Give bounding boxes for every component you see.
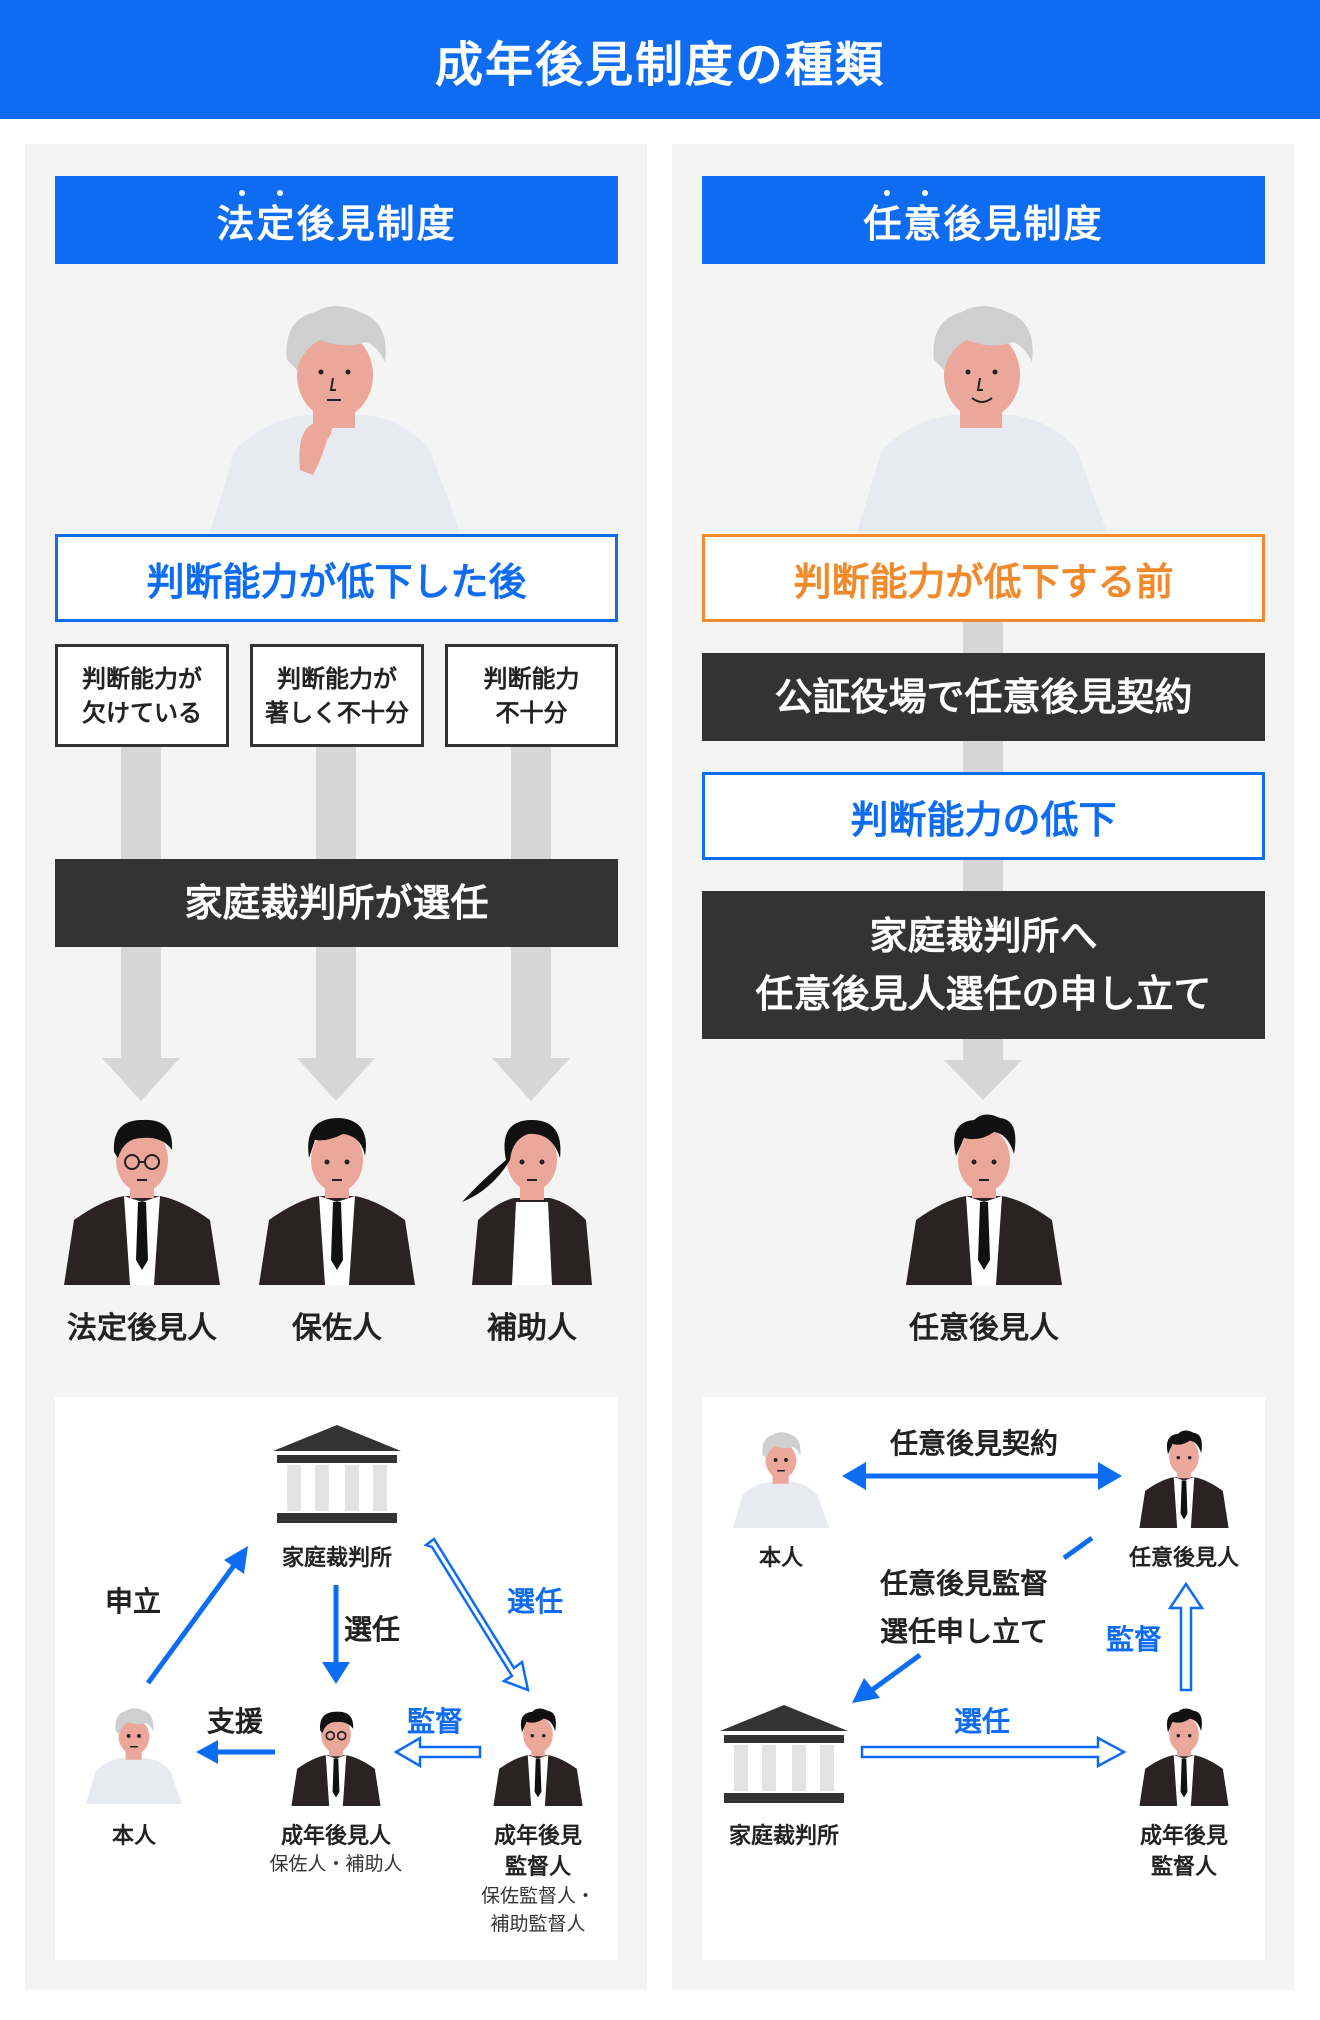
notary-contract-label: 公証役場で任意後見契約 — [774, 675, 1193, 719]
role-label-legal-guardian: 法定後見人 — [67, 1311, 217, 1346]
supervisor-label-right-line2: 監督人 — [1150, 1855, 1217, 1880]
condition-after-decline-label: 判断能力が低下した後 — [146, 559, 527, 604]
level-box-seriously-insufficient-line2: 著しく不十分 — [265, 698, 409, 727]
curator-illustration — [257, 1110, 417, 1285]
level-box-seriously-insufficient-line1: 判断能力が — [277, 664, 397, 693]
voluntary-contract-label: 任意後見契約 — [890, 1427, 1059, 1460]
appoint-right-label: 選任 — [507, 1585, 564, 1618]
emphasis-dots-right — [883, 182, 963, 196]
supervisor-petition-line2: 選任申し立て — [880, 1615, 1049, 1648]
role-label-voluntary-guardian: 任意後見人 — [909, 1311, 1059, 1346]
court-selects-label: 家庭裁判所が選任 — [184, 881, 489, 925]
appoint-label-right: 選任 — [954, 1705, 1011, 1738]
supervisor-icon-right — [1138, 1706, 1230, 1806]
court-building-icon-right — [720, 1705, 848, 1805]
condition-before-decline-label: 判断能力が低下する前 — [793, 559, 1174, 604]
capacity-decline-box: 判断能力の低下 — [702, 772, 1265, 860]
petition-label: 申立 — [105, 1585, 162, 1618]
principal-label: 本人 — [111, 1824, 156, 1849]
voluntary-guardian-label: 任意後見人 — [1128, 1546, 1239, 1571]
support-label: 支援 — [207, 1705, 264, 1738]
court-selects-box: 家庭裁判所が選任 — [55, 859, 618, 947]
emphasis-dots-left — [238, 182, 318, 196]
principal-label-right: 本人 — [758, 1546, 803, 1571]
court-petition-box: 家庭裁判所へ 任意後見人選任の申し立て — [702, 891, 1265, 1039]
court-label: 家庭裁判所 — [281, 1546, 392, 1571]
court-petition-line2: 任意後見人選任の申し立て — [755, 972, 1212, 1016]
supervisor-label-line2: 監督人 — [504, 1855, 571, 1880]
notary-contract-box: 公証役場で任意後見契約 — [702, 653, 1265, 741]
level-box-seriously-insufficient: 判断能力が 著しく不十分 — [250, 644, 424, 747]
role-label-assistant: 補助人 — [487, 1311, 577, 1346]
supervisor-icon — [492, 1706, 584, 1806]
guardian-sub-label: 保佐人・補助人 — [269, 1853, 403, 1875]
level-box-lacking: 判断能力が 欠けている — [55, 644, 229, 747]
voluntary-guardian-icon — [1138, 1428, 1230, 1528]
supervisor-sub-line1: 保佐監督人・ — [480, 1885, 595, 1907]
guardian-icon — [290, 1706, 382, 1806]
right-header-label: 任意後見制度 — [863, 201, 1104, 246]
elderly-person-illustration — [852, 300, 1112, 532]
page-title: 成年後見制度の種類 — [0, 0, 1320, 119]
voluntary-guardian-illustration — [904, 1110, 1064, 1285]
left-header-label: 法定後見制度 — [216, 201, 457, 246]
supervisor-petition-line1: 任意後見監督 — [880, 1567, 1049, 1600]
supervisor-sub-line2: 補助監督人 — [490, 1913, 586, 1935]
principal-icon-right — [731, 1430, 831, 1528]
level-box-insufficient: 判断能力 不十分 — [445, 644, 618, 747]
supervise-label-right: 監督 — [1106, 1623, 1163, 1656]
court-petition-line1: 家庭裁判所へ — [869, 914, 1098, 958]
supervise-label: 監督 — [407, 1705, 464, 1738]
right-header: 任意後見制度 — [702, 176, 1265, 264]
level-box-insufficient-line2: 不十分 — [495, 698, 568, 727]
legal-guardian-illustration — [62, 1110, 222, 1285]
assistant-illustration — [452, 1110, 612, 1285]
condition-after-decline: 判断能力が低下した後 — [55, 534, 618, 622]
level-box-lacking-line2: 欠けている — [82, 698, 202, 727]
court-building-icon — [273, 1425, 401, 1525]
supervisor-label-line1: 成年後見 — [493, 1824, 582, 1849]
role-label-curator: 保佐人 — [292, 1311, 382, 1346]
capacity-decline-label: 判断能力の低下 — [850, 797, 1117, 842]
condition-before-decline: 判断能力が低下する前 — [702, 534, 1265, 622]
guardian-label: 成年後見人 — [280, 1824, 391, 1849]
appoint-center-label: 選任 — [344, 1613, 401, 1646]
left-header: 法定後見制度 — [55, 176, 618, 264]
supervisor-label-right-line1: 成年後見 — [1139, 1824, 1228, 1849]
principal-icon — [84, 1706, 184, 1804]
level-box-lacking-line1: 判断能力が — [82, 664, 202, 693]
court-label-right: 家庭裁判所 — [728, 1824, 839, 1849]
level-box-insufficient-line1: 判断能力 — [483, 664, 580, 693]
elderly-person-thinking-illustration — [205, 300, 465, 532]
